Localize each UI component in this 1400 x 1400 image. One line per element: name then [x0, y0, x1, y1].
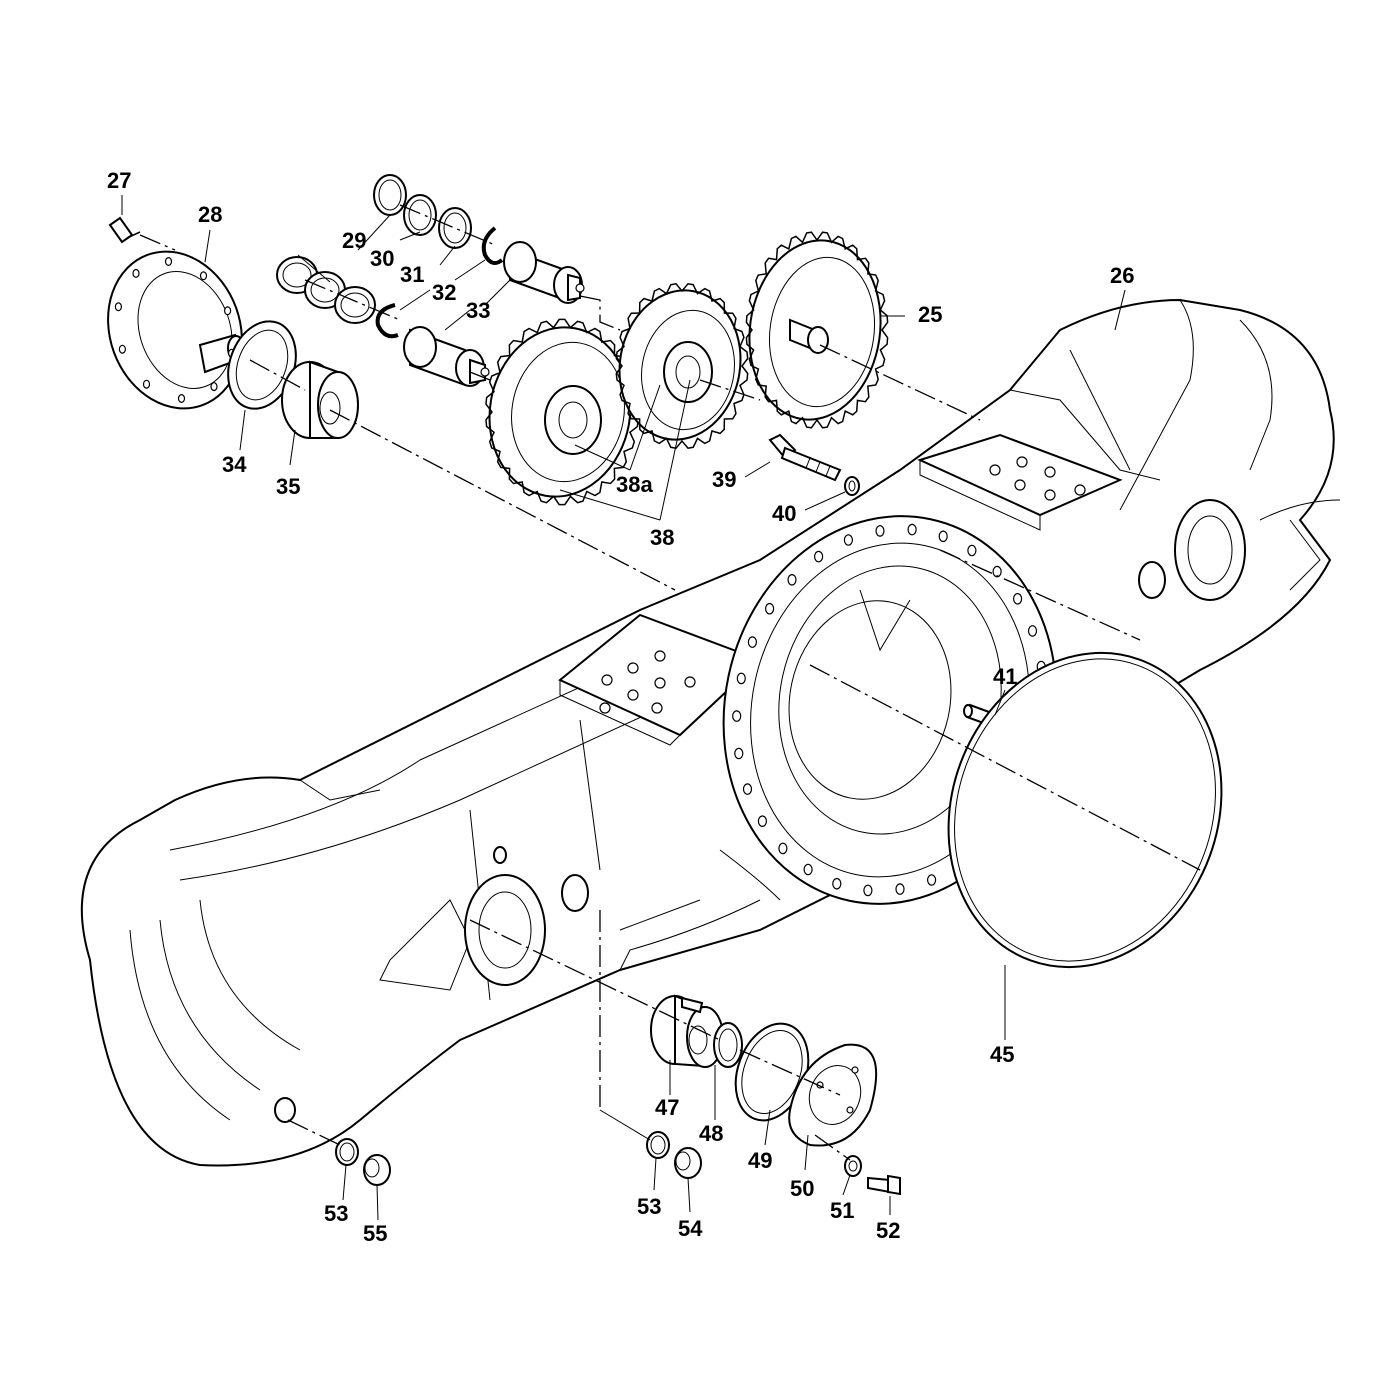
bolt-hole [132, 268, 140, 278]
label-33: 33 [466, 298, 490, 323]
washer-51 [844, 1155, 862, 1177]
label-32: 32 [432, 280, 456, 305]
bolt-hole [1012, 592, 1023, 605]
bolt-hole [224, 306, 232, 316]
label-26: 26 [1110, 263, 1134, 288]
label-53-left: 53 [324, 1201, 348, 1226]
label-38a: 38a [616, 472, 653, 497]
axle-housing [80, 298, 1341, 1167]
leader-lines [121, 195, 1126, 1221]
ring-48 [713, 1022, 743, 1068]
screw-27 [108, 216, 176, 251]
bolt-hole [787, 573, 797, 586]
label-28: 28 [198, 202, 222, 227]
bolt-hole [757, 815, 768, 827]
housing-bores [274, 499, 1246, 1123]
bolt-hole [747, 636, 758, 648]
label-52: 52 [876, 1218, 900, 1243]
bolt-hole [803, 863, 813, 876]
washer-40 [844, 476, 860, 496]
o-ring-45 [947, 651, 1223, 969]
roller-bearing-upper [503, 241, 585, 304]
bolt-hole [1027, 625, 1038, 637]
bolt-39 [768, 433, 842, 482]
gear-teeth [615, 282, 749, 450]
bearing-47 [650, 994, 724, 1068]
label-35: 35 [276, 474, 300, 499]
label-50: 50 [790, 1176, 814, 1201]
bolt-52 [867, 1174, 901, 1196]
bolt-hole [199, 271, 208, 281]
label-47: 47 [655, 1095, 679, 1120]
bolt-hole [926, 874, 937, 886]
bolt-hole [210, 382, 218, 392]
snap-rings [276, 174, 504, 339]
bolt-hole [732, 710, 742, 722]
bolt-hole [863, 884, 873, 897]
label-30: 30 [370, 246, 394, 271]
bolt-hole [992, 565, 1002, 578]
bolt-hole [118, 344, 127, 354]
bolt-hole [967, 544, 977, 557]
label-38: 38 [650, 525, 674, 550]
plug-55 [363, 1154, 391, 1186]
cover-28 [107, 250, 245, 410]
bolt-hole [875, 525, 885, 537]
label-40: 40 [772, 501, 796, 526]
gear-teeth [745, 231, 889, 429]
bolt-hole [736, 672, 746, 685]
bolt-hole [114, 302, 123, 312]
label-27: 27 [107, 168, 131, 193]
bolt-hole [142, 379, 151, 389]
label-53-right: 53 [637, 1194, 661, 1219]
seal-ring-53-right [646, 1131, 670, 1159]
bolt-hole [895, 883, 905, 895]
label-55: 55 [363, 1221, 387, 1246]
gear-teeth [485, 318, 639, 506]
label-29: 29 [342, 228, 366, 253]
gear-25-right [745, 231, 889, 429]
roller-bearing-lower [403, 326, 490, 387]
bolt-hole [907, 523, 917, 536]
bolt-hole [164, 257, 173, 267]
callout-labels: 25 26 27 28 29 30 31 32 33 34 35 38a 38 … [107, 168, 1134, 1246]
bolt-hole [778, 842, 788, 855]
bolt-hole [734, 747, 744, 760]
label-54: 54 [678, 1216, 703, 1241]
cover-50 [788, 1043, 878, 1147]
gear-38a-middle [615, 282, 749, 450]
label-34: 34 [222, 452, 247, 477]
label-41: 41 [993, 664, 1017, 689]
bolt-hole [813, 550, 824, 563]
bolt-hole [938, 530, 948, 543]
bolt-hole [832, 877, 842, 890]
label-25: 25 [918, 302, 942, 327]
bolt-hole [742, 783, 753, 795]
seal-ring-53-left [335, 1138, 359, 1166]
mounting-pad-right [917, 433, 1123, 531]
label-45: 45 [990, 1042, 1014, 1067]
plug-54 [674, 1147, 702, 1179]
label-51: 51 [830, 1198, 854, 1223]
bolt-hole [177, 394, 186, 404]
label-31: 31 [400, 262, 424, 287]
bearing-35 [281, 360, 359, 439]
label-48: 48 [699, 1121, 723, 1146]
bolt-hole [764, 602, 775, 615]
label-49: 49 [748, 1148, 772, 1173]
assembly-axis-lines [249, 204, 1201, 1161]
bolt-hole [843, 534, 854, 546]
label-39: 39 [712, 467, 736, 492]
